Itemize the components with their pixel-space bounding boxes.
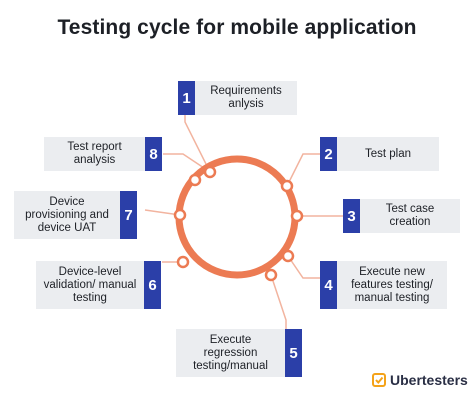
- ring-node: [203, 165, 217, 179]
- step-3-label: Test case creation: [360, 199, 460, 233]
- connectors: [144, 103, 343, 347]
- ring-nodes: [173, 165, 304, 282]
- step-6-label: Device-level validation/ manual testing: [36, 261, 144, 309]
- step-4-number: 4: [320, 261, 337, 309]
- step-3-number: 3: [343, 199, 360, 233]
- step-1-label: Requirements anlysis: [195, 81, 297, 115]
- ring-node: [290, 209, 304, 223]
- step-2-label: Test plan: [337, 137, 439, 171]
- step-8-number: 8: [145, 137, 162, 171]
- step-7-label: Device provisioning and device UAT: [14, 191, 120, 239]
- ring-node: [281, 249, 295, 263]
- ring-node: [264, 268, 278, 282]
- step-2-number: 2: [320, 137, 337, 171]
- page-title: Testing cycle for mobile application: [57, 16, 417, 39]
- step-8-label: Test report analysis: [44, 137, 145, 171]
- step-6-number: 6: [144, 261, 161, 309]
- brand-name: Ubertesters: [390, 372, 468, 388]
- step-7-number: 7: [120, 191, 137, 239]
- ring-node: [176, 255, 190, 269]
- ring-node: [188, 173, 202, 187]
- brand-logo: Ubertesters: [372, 372, 468, 388]
- step-5-number: 5: [285, 329, 302, 377]
- step-4-label: Execute new features testing/ manual tes…: [337, 261, 447, 309]
- ring-node: [173, 208, 187, 222]
- step-1-number: 1: [178, 81, 195, 115]
- ring-node: [280, 179, 294, 193]
- ubertesters-logo-icon: [372, 373, 386, 387]
- step-5-label: Execute regression testing/manual: [176, 329, 285, 377]
